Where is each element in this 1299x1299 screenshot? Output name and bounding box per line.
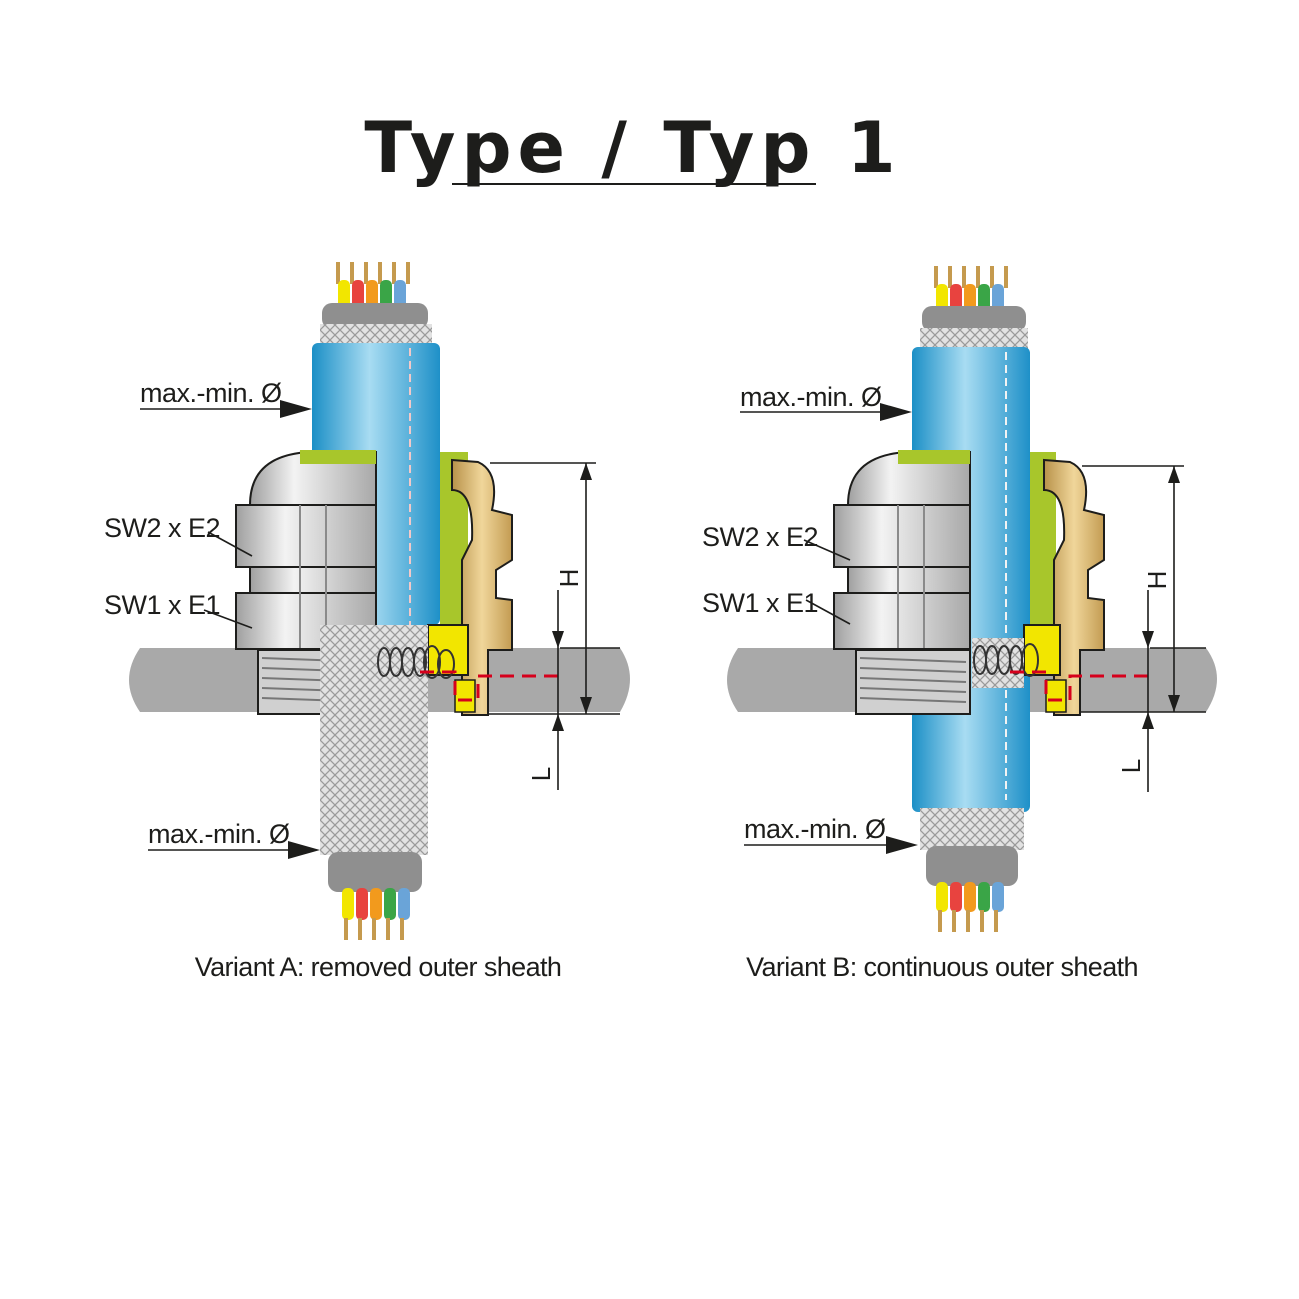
label-bottom-diameter-b: max.-min. Ø — [744, 814, 886, 844]
wire-orange — [366, 280, 378, 310]
label-top-diameter-b: max.-min. Ø — [740, 382, 882, 412]
seal-insert-right — [1030, 452, 1056, 625]
inner-sheath-bottom — [328, 852, 422, 892]
ring-mid — [249, 566, 377, 594]
wire-red — [352, 280, 364, 310]
hex-sw2 — [235, 504, 377, 568]
emc-spring — [973, 643, 1039, 677]
seal-insert — [898, 450, 970, 464]
wire-yellow — [338, 280, 350, 310]
label-sw1-b: SW1 x E1 — [702, 588, 818, 618]
contact-yellow — [1023, 624, 1061, 676]
label-sw2-a: SW2 x E2 — [104, 513, 220, 543]
dim-l-b: L — [1116, 759, 1146, 773]
variant-a-drawing — [129, 262, 630, 940]
label-bottom-diameter-a: max.-min. Ø — [148, 819, 290, 849]
hex-sw2 — [833, 504, 971, 568]
inner-sheath-bottom — [926, 846, 1018, 886]
dim-l-a: L — [526, 767, 556, 781]
label-sw1-a: SW1 x E1 — [104, 590, 220, 620]
seal-insert — [300, 450, 376, 464]
page-title: Type / Typ 1 — [364, 107, 901, 189]
dim-h-a: H — [554, 569, 584, 588]
variant-b-drawing — [727, 266, 1217, 932]
label-top-diameter-a: max.-min. Ø — [140, 378, 282, 408]
caption-variant-b: Variant B: continuous outer sheath — [746, 952, 1138, 982]
hex-sw1 — [833, 592, 971, 650]
inner-sheath-top — [322, 303, 428, 329]
ring-mid — [847, 566, 971, 594]
inner-sheath-top — [922, 306, 1026, 332]
caption-variant-a: Variant A: removed outer sheath — [195, 952, 562, 982]
wire-green — [380, 280, 392, 310]
wire-blue — [394, 280, 406, 310]
top-wires — [336, 262, 410, 310]
braid-bottom — [920, 808, 1024, 850]
emc-line — [420, 670, 560, 702]
emc-line — [1010, 670, 1150, 702]
label-sw2-b: SW2 x E2 — [702, 522, 818, 552]
emc-spring — [377, 645, 455, 679]
dim-h-b: H — [1142, 571, 1172, 590]
